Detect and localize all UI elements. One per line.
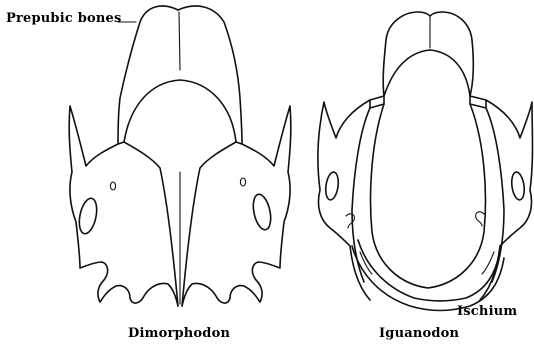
dimorphodon-prepubic-bones	[118, 6, 242, 144]
dimorphodon-right-foramen	[250, 193, 273, 232]
iguanodon-right-half	[480, 100, 533, 300]
iguanodon-pelvis	[318, 12, 533, 311]
label-ischium: Ischium	[457, 304, 517, 319]
dimorphodon-left-half	[69, 106, 178, 306]
label-dimorphodon: Dimorphodon	[128, 326, 230, 341]
label-prepubic-bones: Prepubic bones	[6, 11, 122, 26]
dimorphodon-left-foramen	[76, 197, 99, 236]
label-iguanodon: Iguanodon	[379, 326, 459, 341]
dimorphodon-right-half	[182, 106, 291, 306]
dimorphodon-pelvis	[69, 6, 291, 306]
